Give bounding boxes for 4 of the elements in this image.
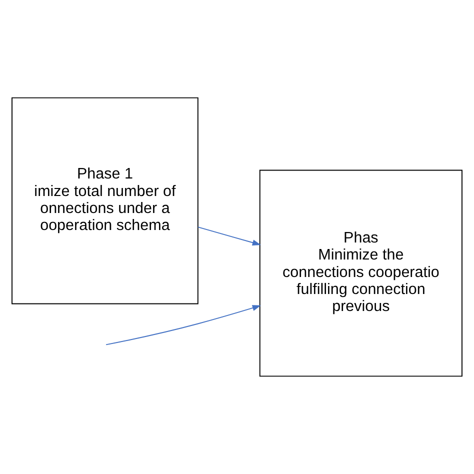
node-box: Phas Minimize the connections cooperatio fulfilling connection previous	[259, 170, 462, 377]
arrow	[198, 226, 262, 246]
arrow	[106, 305, 261, 346]
node-box: Phase 1 imize total number of onnections under a ooperation schema	[12, 97, 198, 304]
